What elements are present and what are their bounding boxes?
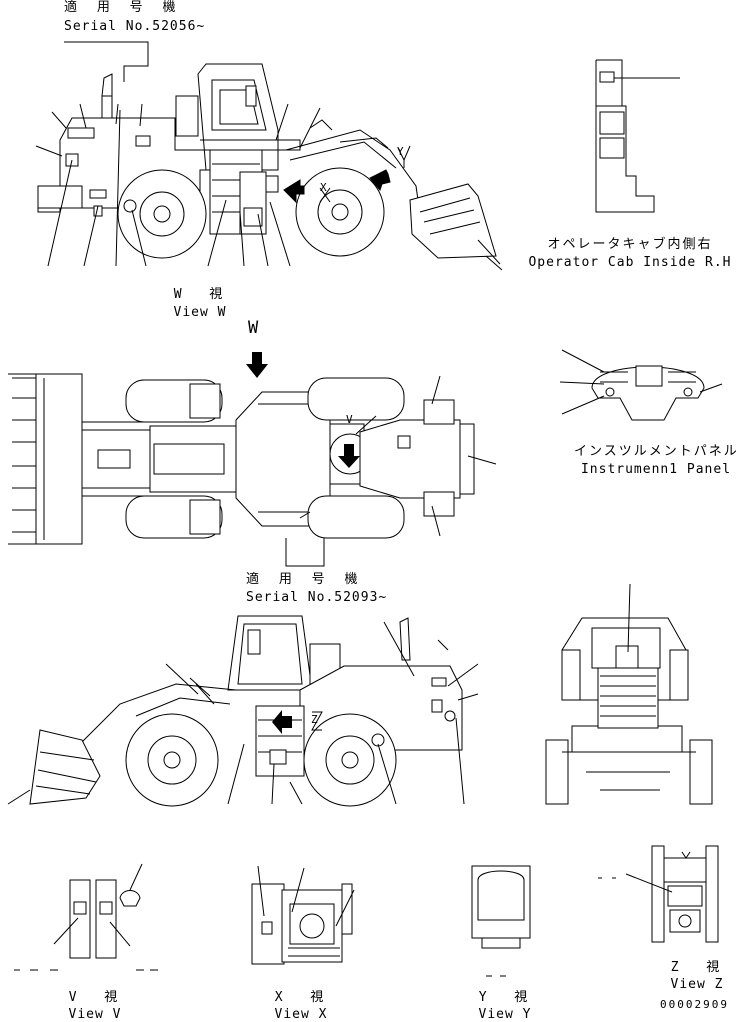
x-marker-label: X (320, 181, 328, 194)
view-x-detail (252, 866, 354, 964)
operator-cab-inside-view (596, 60, 680, 212)
instrument-panel-jp-label: インスツルメントパネル (574, 444, 739, 459)
instrument-panel-en-label: Instrumenn1 Panel (580, 462, 732, 477)
loader-side-view-bottom (8, 616, 478, 806)
view-w-jp-label: W 視 (173, 287, 227, 302)
mid-serial-jp-label: 適 用 号 機 (246, 572, 364, 587)
top-serial-en-label: Serial No.52056~ (64, 19, 206, 34)
view-v-detail (14, 864, 158, 970)
loader-side-view-top (36, 42, 502, 270)
top-serial-jp-label: 適 用 号 機 (64, 0, 182, 15)
view-z-en-label: View Z (670, 977, 724, 992)
view-x-jp-label: X 視 (274, 990, 328, 1005)
instrument-panel-view (560, 350, 722, 420)
view-y-detail (472, 866, 530, 976)
loader-top-view (8, 352, 496, 566)
view-x-en-label: View X (274, 1007, 328, 1022)
loader-front-view (546, 584, 712, 804)
y-marker-label: Y (397, 145, 405, 158)
drawing-code: 00002909 (660, 998, 729, 1011)
cab-inside-en-label: Operator Cab Inside R.H (528, 255, 732, 270)
view-w-en-label: View W (173, 305, 227, 320)
w-marker-label: W (248, 318, 260, 338)
view-y-en-label: View Y (478, 1007, 532, 1022)
view-z-detail (598, 846, 718, 942)
view-v-jp-label: V 視 (68, 990, 122, 1005)
mid-serial-en-label: Serial No.52093~ (246, 590, 388, 605)
view-v-en-label: View V (68, 1007, 122, 1022)
view-z-jp-label: Z 視 (670, 960, 724, 975)
cab-inside-jp-label: オペレータキャブ内側右 (547, 237, 713, 252)
z-marker-label: Z (311, 713, 319, 726)
v-marker-label: V (346, 413, 354, 426)
view-y-jp-label: Y 視 (478, 990, 532, 1005)
